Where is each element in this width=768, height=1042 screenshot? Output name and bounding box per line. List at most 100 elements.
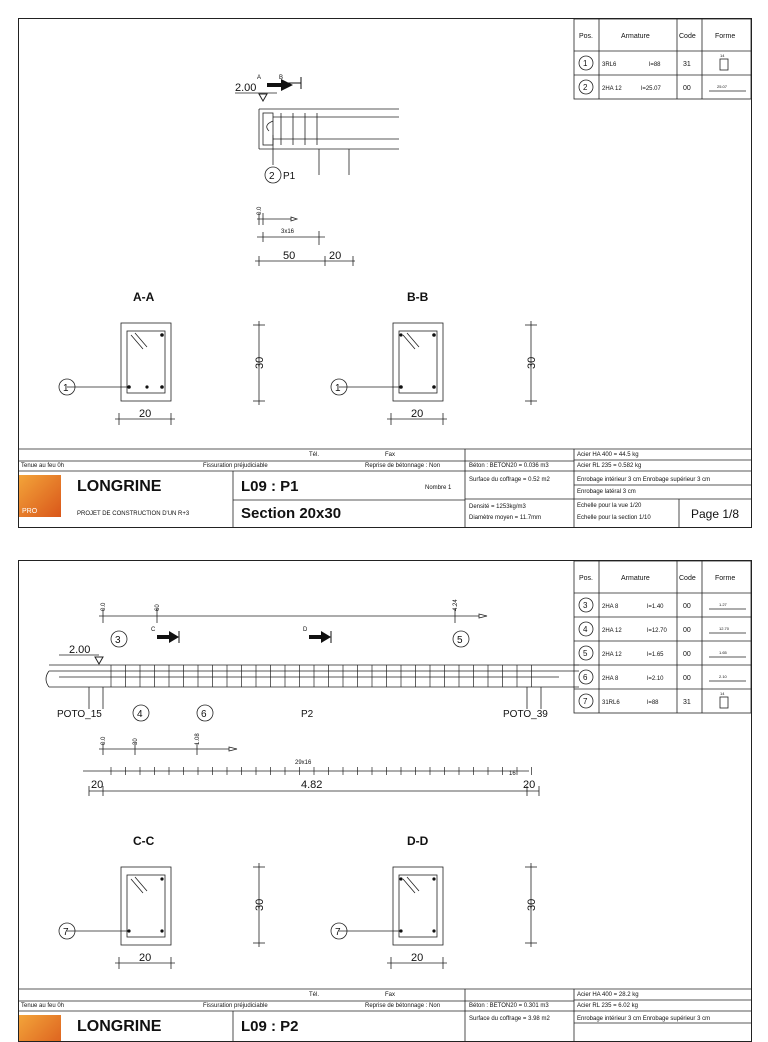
section-height: 30 bbox=[254, 899, 266, 911]
position-marker: 1 bbox=[335, 383, 341, 394]
beam-label: P1 bbox=[283, 171, 296, 182]
table-header-forme: Forme bbox=[715, 575, 735, 582]
section-title: B-B bbox=[407, 290, 429, 304]
view-scale: Echelle pour la vue 1/20 bbox=[577, 503, 642, 509]
table-row-code: 00 bbox=[683, 675, 691, 682]
table-row-armature: 31RL6 bbox=[602, 700, 620, 706]
software-logo bbox=[19, 1015, 61, 1041]
position-marker: 7 bbox=[63, 927, 69, 938]
stirrup-shape-icon bbox=[719, 696, 729, 709]
dimension-label: 0.0 bbox=[101, 602, 107, 611]
table-row-length: l=1.65 bbox=[647, 652, 664, 658]
beam-label: P2 bbox=[301, 709, 314, 720]
table-row-length: l=88 bbox=[647, 700, 659, 706]
dimension-label: 3x16 bbox=[281, 229, 295, 235]
dimension-label: 20 bbox=[523, 779, 535, 791]
section-width: 20 bbox=[411, 408, 423, 420]
cut-arrow-icon bbox=[309, 631, 331, 643]
cracking-note: Fissuration préjudiciable bbox=[203, 1003, 268, 1009]
cut-label: B bbox=[279, 75, 283, 81]
fire-resistance: Tenue au feu 0h bbox=[21, 463, 65, 469]
element-name: LONGRINE bbox=[77, 1018, 162, 1035]
page-number: Page 1/8 bbox=[691, 507, 740, 521]
table-row-armature: 2HA 12 bbox=[602, 86, 622, 92]
level-label: 2.00 bbox=[235, 82, 256, 94]
table-row-pos: 4 bbox=[583, 625, 588, 634]
table-row-code: 31 bbox=[683, 61, 691, 68]
cover-inner-top: Enrobage intérieur 3 cm Enrobage supérie… bbox=[577, 477, 711, 483]
stirrup-shape-icon bbox=[719, 58, 729, 71]
table-row-armature: 3RL6 bbox=[602, 62, 617, 68]
section-width: 20 bbox=[139, 408, 151, 420]
position-marker: 4 bbox=[137, 709, 143, 720]
fire-resistance: Tenue au feu 0h bbox=[21, 1003, 65, 1009]
dimension-label: 30 bbox=[133, 738, 139, 745]
section-title: C-C bbox=[133, 834, 155, 848]
table-row-pos: 1 bbox=[583, 59, 588, 68]
position-circle bbox=[578, 645, 594, 661]
concrete-volume: Béton : BETON20 = 0.301 m3 bbox=[469, 1003, 549, 1009]
dimension-label: 4.24 bbox=[453, 599, 459, 611]
cut-arrow-icon bbox=[157, 631, 179, 643]
dimension-label: 1.08 bbox=[195, 733, 201, 745]
table-row-length: l=25.07 bbox=[641, 86, 662, 92]
table-header-code: Code bbox=[679, 575, 696, 582]
element-count: Nombre 1 bbox=[425, 485, 452, 491]
section-width: 20 bbox=[139, 952, 151, 964]
table-header-pos: Pos. bbox=[579, 575, 593, 582]
steel-rl: Acier RL 235 = 6.02 kg bbox=[577, 1003, 638, 1009]
table-row-armature: 2HA 8 bbox=[602, 604, 619, 610]
table-row-length: l=88 bbox=[649, 62, 661, 68]
formwork-area: Surface du coffrage = 3.98 m2 bbox=[469, 1016, 550, 1022]
concrete-joint: Reprise de bétonnage : Non bbox=[365, 1003, 441, 1009]
level-label: 2.00 bbox=[69, 644, 90, 656]
fax-label: Fax bbox=[385, 452, 396, 458]
dimension-label: 4.82 bbox=[301, 779, 322, 791]
dimension-label: 0.0 bbox=[257, 206, 263, 215]
mean-diameter: Diamètre moyen = 11.7mm bbox=[469, 515, 542, 521]
section-title: D-D bbox=[407, 834, 429, 848]
steel-rl: Acier RL 235 = 0.582 kg bbox=[577, 463, 642, 469]
section-scale: Echelle pour la section 1/10 bbox=[577, 515, 651, 521]
table-row-code: 00 bbox=[683, 627, 691, 634]
sheet-1-drawing: Pos. Armature Code Forme 1 3RL6 l=88 31 … bbox=[19, 19, 751, 527]
cracking-note: Fissuration préjudiciable bbox=[203, 463, 268, 469]
column-label: POTO_15 bbox=[57, 709, 102, 720]
steel-ha: Acier HA 400 = 44.5 kg bbox=[577, 452, 639, 458]
dimension-label: 60 bbox=[155, 604, 161, 611]
cut-label: C bbox=[151, 627, 156, 633]
cut-label: D bbox=[303, 627, 308, 633]
element-name: LONGRINE bbox=[77, 478, 162, 495]
table-row-code: 00 bbox=[683, 603, 691, 610]
section-height: 30 bbox=[526, 899, 538, 911]
table-row-forme: 1.65 bbox=[719, 650, 728, 655]
table-row-code: 00 bbox=[683, 651, 691, 658]
cover-inner-top: Enrobage intérieur 3 cm Enrobage supérie… bbox=[577, 1016, 711, 1022]
dimension-label: 20 bbox=[91, 779, 103, 791]
concrete-joint: Reprise de bétonnage : Non bbox=[365, 463, 441, 469]
table-header-forme: Forme bbox=[715, 33, 735, 40]
position-marker: 3 bbox=[115, 635, 121, 646]
table-row-forme: 1.27 bbox=[719, 602, 728, 607]
cover-side: Enrobage latéral 3 cm bbox=[577, 489, 636, 495]
table-row-forme: 2.10 bbox=[719, 674, 728, 679]
spacing-label: 29x16 bbox=[295, 760, 312, 766]
position-circle bbox=[578, 669, 594, 685]
dimension-label: 0.0 bbox=[101, 736, 107, 745]
tel-label: Tél. bbox=[309, 992, 320, 998]
tel-label: Tél. bbox=[309, 452, 320, 458]
table-row-length: l=2.10 bbox=[647, 676, 664, 682]
section-title: A-A bbox=[133, 290, 155, 304]
position-circle bbox=[578, 621, 594, 637]
element-ref: L09 : P1 bbox=[241, 478, 299, 495]
density: Densité = 1253kg/m3 bbox=[469, 504, 526, 510]
table-row-length: l=12.70 bbox=[647, 628, 668, 634]
section-height: 30 bbox=[254, 357, 266, 369]
drawing-sheet-1: Pos. Armature Code Forme 1 3RL6 l=88 31 … bbox=[18, 18, 752, 528]
concrete-volume: Béton : BETON20 = 0.036 m3 bbox=[469, 463, 549, 469]
table-row-pos: 5 bbox=[583, 649, 588, 658]
section-height: 30 bbox=[526, 357, 538, 369]
table-row-pos: 3 bbox=[583, 601, 588, 610]
